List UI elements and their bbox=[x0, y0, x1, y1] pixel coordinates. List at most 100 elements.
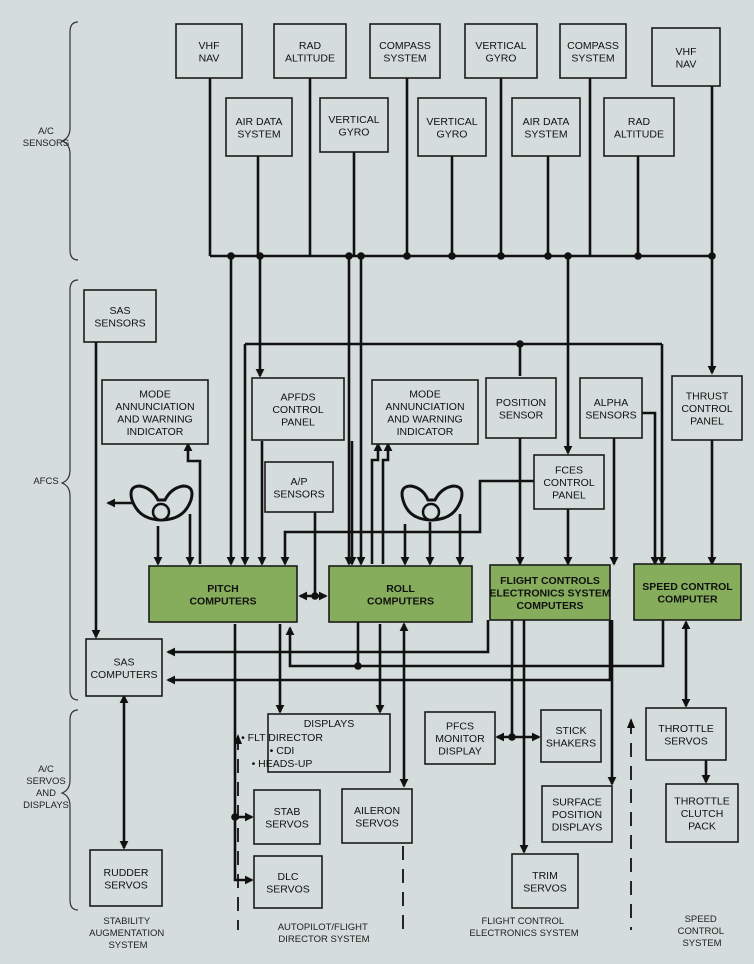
compass-2-label-1: SYSTEM bbox=[571, 52, 614, 64]
rad-alt-2-label-0: RAD bbox=[628, 116, 651, 128]
trim-servos-label-0: TRIM bbox=[532, 870, 558, 882]
pfcs-monitor-label-1: MONITOR bbox=[435, 733, 485, 745]
air-data-1-label-0: AIR DATA bbox=[236, 116, 283, 128]
stab-servos-label-0: STAB bbox=[274, 806, 301, 818]
vhf-nav-1-label-1: NAV bbox=[199, 52, 220, 64]
speed-computer-label-1: COMPUTER bbox=[657, 593, 718, 605]
fces-panel-label-0: FCES bbox=[555, 465, 583, 477]
stick-shakers-label-0: STICK bbox=[556, 725, 587, 737]
thrust-panel-label-0: THRUST bbox=[686, 391, 729, 403]
mode-ann-2-label-2: AND WARNING bbox=[387, 413, 462, 425]
rad-alt-1-label-0: RAD bbox=[299, 40, 322, 52]
system-label-stability: STABILITY AUGMENTATION SYSTEM bbox=[89, 916, 167, 951]
pitch-computer-label-1: COMPUTERS bbox=[189, 595, 256, 607]
pitch-computer-label-0: PITCH bbox=[207, 583, 239, 595]
fces-panel-label-2: PANEL bbox=[552, 490, 586, 502]
system-label-flight-control: FLIGHT CONTROL ELECTRONICS SYSTEM bbox=[469, 916, 578, 939]
displays-box: DISPLAYS• FLT DIRECTOR• CDI• HEADS-UP bbox=[241, 713, 391, 773]
roll-computer-label-0: ROLL bbox=[386, 583, 415, 595]
mode-ann-2-label-1: ANNUNCIATION bbox=[385, 401, 464, 413]
sas-computers-label-1: COMPUTERS bbox=[90, 669, 157, 681]
throttle-servos-label-0: THROTTLE bbox=[658, 723, 713, 735]
displays-title: DISPLAYS bbox=[304, 718, 355, 730]
control-yoke-icon bbox=[129, 484, 194, 522]
surface-pos-label-1: POSITION bbox=[552, 809, 602, 821]
air-data-1-label-1: SYSTEM bbox=[237, 128, 280, 140]
afcs-brace bbox=[60, 279, 79, 701]
servos-brace bbox=[60, 709, 79, 911]
surface-pos-label-0: SURFACE bbox=[552, 797, 602, 809]
mode-ann-1-label-2: AND WARNING bbox=[117, 413, 192, 425]
air-data-2-label-0: AIR DATA bbox=[523, 116, 570, 128]
sas-computers-label-0: SAS bbox=[113, 656, 134, 668]
rad-alt-1-label-1: ALTITUDE bbox=[285, 52, 335, 64]
system-label-speed: SPEED CONTROL SYSTEM bbox=[678, 914, 727, 949]
fces-computer-label-2: COMPUTERS bbox=[516, 600, 583, 612]
boxes-layer: VHFNAVRADALTITUDECOMPASSSYSTEMVERTICALGY… bbox=[83, 23, 743, 909]
control-yoke-icon bbox=[400, 484, 464, 522]
roll-computer-label-1: COMPUTERS bbox=[367, 595, 434, 607]
throttle-clutch-label-0: THROTTLE bbox=[674, 796, 729, 808]
pfcs-monitor-label-2: DISPLAY bbox=[438, 746, 482, 758]
alpha-sensors-label-1: SENSORS bbox=[585, 409, 636, 421]
dlc-servos-label-0: DLC bbox=[277, 871, 298, 883]
fces-computer-label-1: ELECTRONICS SYSTEM bbox=[489, 588, 611, 600]
mode-ann-1-label-3: INDICATOR bbox=[127, 426, 184, 438]
position-sensor-label-0: POSITION bbox=[496, 397, 546, 409]
vgyro-2-label-1: GYRO bbox=[437, 128, 468, 140]
vhf-nav-2-label-1: NAV bbox=[676, 58, 697, 70]
position-sensor-label-1: SENSOR bbox=[499, 409, 544, 421]
ap-sensors-label-1: SENSORS bbox=[273, 488, 324, 500]
vgyro-1-label-1: GYRO bbox=[339, 126, 370, 138]
ap-sensors-label-0: A/P bbox=[291, 476, 308, 488]
vgyro-1-label-0: VERTICAL bbox=[328, 114, 379, 126]
mode-ann-2-label-3: INDICATOR bbox=[397, 426, 454, 438]
vgyro-top-label-1: GYRO bbox=[486, 52, 517, 64]
compass-1-label-0: COMPASS bbox=[379, 40, 431, 52]
rudder-servos-label-1: SERVOS bbox=[104, 879, 148, 891]
sas-sensors-label-0: SAS bbox=[109, 305, 130, 317]
apfds-panel-label-1: CONTROL bbox=[272, 404, 323, 416]
connection-lines bbox=[91, 66, 717, 885]
alpha-sensors-label-0: ALPHA bbox=[594, 397, 628, 409]
displays-item: • HEADS-UP bbox=[252, 758, 313, 770]
compass-2-label-0: COMPASS bbox=[567, 40, 619, 52]
sensors-brace bbox=[60, 21, 79, 261]
aileron-servos-label-0: AILERON bbox=[354, 805, 400, 817]
mode-ann-2-label-0: MODE bbox=[409, 388, 441, 400]
mode-ann-1-label-0: MODE bbox=[139, 388, 171, 400]
trim-servos-label-1: SERVOS bbox=[523, 882, 567, 894]
vgyro-top-label-0: VERTICAL bbox=[475, 40, 526, 52]
mode-ann-1-label-1: ANNUNCIATION bbox=[115, 401, 194, 413]
air-data-2-label-1: SYSTEM bbox=[524, 128, 567, 140]
